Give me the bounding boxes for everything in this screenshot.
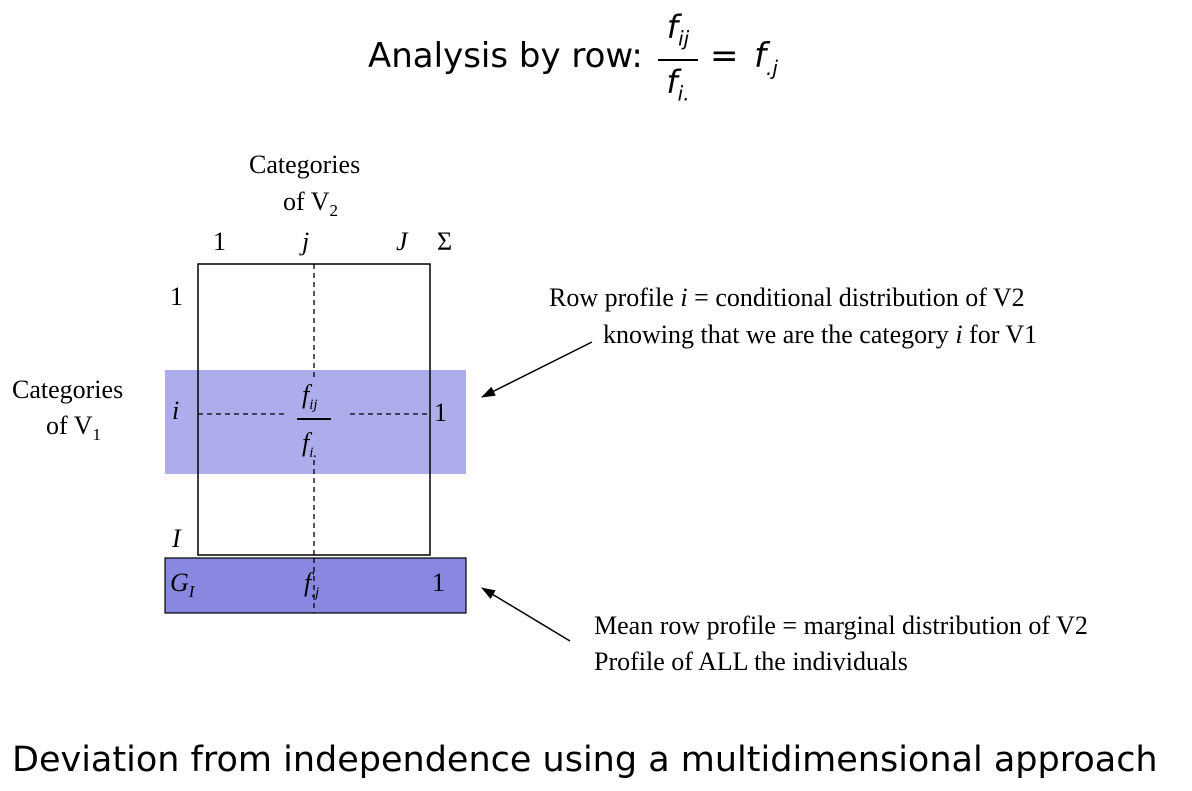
- title-denominator: fi.: [666, 63, 690, 106]
- row-profile-band: [165, 370, 466, 474]
- mean-profile-annotation-line1: Mean row profile = marginal distribution…: [594, 611, 1088, 640]
- cell-denominator: fi.: [302, 428, 318, 461]
- column-tick-sum: Σ: [437, 227, 453, 256]
- row-profile-arrow: [481, 341, 593, 398]
- title-numerator: fij: [666, 8, 690, 51]
- column-tick-j: j: [302, 227, 310, 256]
- mean-row-value: f.j: [304, 568, 320, 601]
- columns-label-line1: Categories: [249, 150, 361, 179]
- mean-profile-annotation-line2: Profile of ALL the individuals: [594, 647, 908, 676]
- title-fraction-bar: [658, 59, 698, 62]
- row-profile-annotation-line1: Row profile i = conditional distribution…: [549, 283, 1025, 312]
- mean-profile-arrow: [481, 587, 571, 642]
- row-tick-last: I: [172, 524, 181, 553]
- title-fraction: fij fi.: [658, 8, 698, 113]
- row-tick-first: 1: [170, 282, 183, 311]
- title-rhs: f.j: [754, 36, 778, 80]
- title-prefix: Analysis by row:: [368, 36, 643, 76]
- row-profile-annotation-line2: knowing that we are the category i for V…: [603, 320, 1038, 349]
- rows-label-line1: Categories: [12, 375, 124, 404]
- cell-fraction-bar: [297, 418, 331, 420]
- columns-label-line2: of V2: [283, 187, 338, 220]
- cell-row-total: 1: [434, 398, 447, 427]
- title-equals: =: [710, 36, 739, 76]
- row-tick-i: i: [172, 396, 180, 425]
- column-tick-first: 1: [213, 227, 226, 256]
- mean-row-total: 1: [432, 568, 445, 597]
- column-tick-last: J: [396, 227, 408, 256]
- mean-row-band: [164, 557, 467, 614]
- mean-row-label: GI: [170, 568, 195, 601]
- rows-label-line2: of V1: [46, 411, 101, 444]
- slide-footer-text: Deviation from independence using a mult…: [12, 740, 1158, 780]
- cell-numerator: fij: [302, 380, 318, 413]
